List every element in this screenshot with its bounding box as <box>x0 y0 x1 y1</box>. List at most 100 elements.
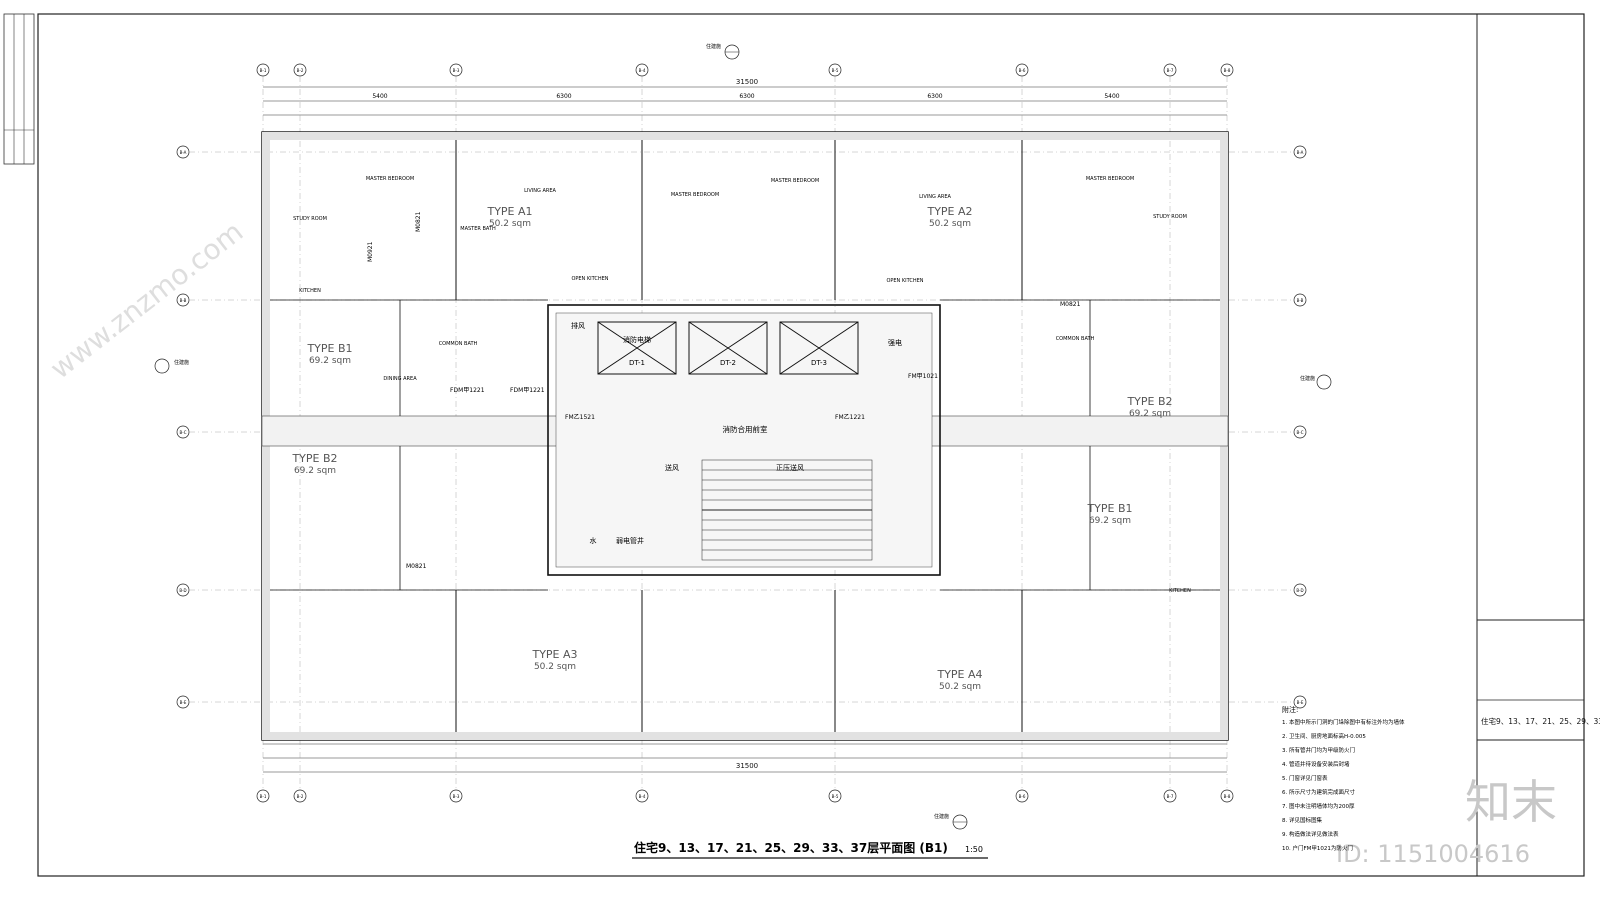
elevator-dt1: DT-1 <box>629 359 645 367</box>
grid-bubble-col-label: B-7 <box>1167 68 1174 73</box>
room-study-1: STUDY ROOM <box>293 216 327 222</box>
core-label-pressurized: 正压送风 <box>776 463 804 472</box>
note-line: 1. 本图中所示门洞的门垛除图中有标注外均为墙体 <box>1282 718 1405 726</box>
door-tag-m0821-1: M0821 <box>415 211 422 232</box>
grid-bubble-col <box>256 789 270 803</box>
unit-type-a2: TYPE A2 <box>926 205 972 218</box>
drawing-title: 住宅9、13、17、21、25、29、33、37层平面图 (B1) <box>634 840 948 855</box>
room-study-2: STUDY ROOM <box>1153 214 1187 220</box>
ref-label-bottom: 住建施 <box>934 813 949 820</box>
top-dim-1: 5400 <box>372 93 387 100</box>
grid-bubble-row-label: B-D <box>179 588 186 593</box>
grid-bubble-row-label: B-E <box>180 700 187 705</box>
unit-area-a2: 50.2 sqm <box>929 219 971 229</box>
grid-bubble-row <box>1293 425 1307 439</box>
section-ref-top: 住建施 <box>706 43 740 60</box>
overall-dim-top: 31500 <box>736 78 758 86</box>
note-line: 8. 详见国标图集 <box>1282 816 1322 824</box>
room-master-bedroom-3: MASTER BEDROOM <box>671 192 719 198</box>
unit-type-a1: TYPE A1 <box>486 205 532 218</box>
room-kitchen-2: KITCHEN <box>1169 588 1191 594</box>
grid-bubble-col <box>635 789 649 803</box>
room-master-bedroom-2: MASTER BEDROOM <box>1086 176 1134 182</box>
unit-type-b2-left: TYPE B2 <box>291 452 337 465</box>
grid-bubble-col <box>449 789 463 803</box>
sheet-border <box>37 13 1585 877</box>
grid-bubble-row-label: B-B <box>1297 298 1304 303</box>
core-label-low-voltage: 弱电管井 <box>616 536 644 545</box>
elevator-shafts <box>597 321 859 375</box>
core-label-exhaust: 排风 <box>571 321 585 330</box>
unit-type-a3: TYPE A3 <box>531 648 577 661</box>
core-label-air-supply: 送风 <box>665 463 679 472</box>
grid-bubble-col <box>1015 789 1029 803</box>
title-block-text: 住宅9、13、17、21、25、29、33、37层平面图 <box>1481 716 1600 726</box>
top-dim-5: 5400 <box>1104 93 1119 100</box>
note-line: 9. 构造做法详见做法表 <box>1282 830 1339 838</box>
bottom-dimension-line <box>263 743 1227 773</box>
room-common-bath-2: COMMON BATH <box>1056 336 1095 342</box>
room-open-kitchen-1: OPEN KITCHEN <box>571 276 608 282</box>
note-line: 4. 管道井待设备安装后封堵 <box>1282 760 1350 768</box>
elevator-dt2: DT-2 <box>720 359 736 367</box>
grid-bubble-col-label: B-2 <box>297 794 304 799</box>
grid-bubble-col <box>1220 789 1234 803</box>
section-ref-bottom: 住建施 <box>934 813 968 830</box>
room-master-bedroom-4: MASTER BEDROOM <box>771 178 819 184</box>
unit-area-a1: 50.2 sqm <box>489 219 531 229</box>
top-dim-3: 6300 <box>739 93 754 100</box>
grid-bubble-row <box>1293 583 1307 597</box>
watermark-brand: 知末 <box>1465 775 1557 829</box>
unit-type-a4: TYPE A4 <box>936 668 982 681</box>
core-label-fire-elevator: 消防电梯 <box>623 335 651 344</box>
room-living-area-1: LIVING AREA <box>524 188 556 194</box>
grid-bubble-row <box>1293 695 1307 709</box>
grid-bubble-col-label: B-6 <box>1019 794 1026 799</box>
section-ref-right: 住建施 <box>1300 374 1332 390</box>
grid-bubble-col-label: B-4 <box>639 68 646 73</box>
door-tag-fm-yi-2: FM乙1221 <box>835 414 865 421</box>
unit-area-a3: 50.2 sqm <box>534 662 576 672</box>
note-line: 6. 所示尺寸为建筑完成面尺寸 <box>1282 788 1355 796</box>
top-dim-2: 6300 <box>556 93 571 100</box>
ref-label-right: 住建施 <box>1300 375 1315 382</box>
unit-type-b1-right: TYPE B1 <box>1086 502 1132 515</box>
top-dim-4: 6300 <box>927 93 942 100</box>
door-tag-fdm-2: FDM甲1221 <box>510 387 545 394</box>
core-label-fire-lobby: 消防合用前室 <box>723 424 768 434</box>
stair <box>701 459 873 561</box>
grid-bubble-row-label: B-E <box>1297 700 1304 705</box>
building-outline <box>261 131 1229 741</box>
grid-bubble-col-label: B-8 <box>1224 794 1231 799</box>
section-ref-left: 住建施 <box>154 358 189 374</box>
unit-area-b2-right: 69.2 sqm <box>1129 409 1171 419</box>
top-dimension-line <box>263 86 1227 116</box>
overall-dim-bottom: 31500 <box>736 762 758 770</box>
door-tag-m0921-1: M0921 <box>367 241 374 262</box>
grid-bubble-col <box>293 789 307 803</box>
note-line: 5. 门窗详见门窗表 <box>1282 774 1328 782</box>
room-master-bath-1: MASTER BATH <box>460 226 496 232</box>
room-living-area-2: LIVING AREA <box>919 194 951 200</box>
grid-bubble-row <box>1293 293 1307 307</box>
title-block <box>1476 619 1585 741</box>
grid-bubble-col-label: B-7 <box>1167 794 1174 799</box>
grid-bubble-col-label: B-1 <box>260 68 267 73</box>
grid-bubble-col-label: B-5 <box>832 68 839 73</box>
unit-area-b2-left: 69.2 sqm <box>294 466 336 476</box>
grid-bubble-row-label: B-D <box>1296 588 1303 593</box>
grid-bubble-col-label: B-3 <box>453 68 460 73</box>
note-line: 3. 所有管井门均为甲级防火门 <box>1282 746 1355 754</box>
ref-label-left: 住建施 <box>174 359 189 366</box>
room-dining-area: DINING AREA <box>383 376 417 382</box>
grid-bubble-row-label: B-C <box>180 430 187 435</box>
unit-area-b1-right: 69.2 sqm <box>1089 516 1131 526</box>
drawing-scale: 1:50 <box>965 845 983 854</box>
core-label-water: 水 <box>590 536 597 545</box>
watermark-id: ID: 1151004616 <box>1336 840 1530 868</box>
grid-bubble-col <box>1163 789 1177 803</box>
unit-type-b1-left: TYPE B1 <box>306 342 352 355</box>
room-kitchen-1: KITCHEN <box>299 288 321 294</box>
unit-type-b2-right: TYPE B2 <box>1126 395 1172 408</box>
